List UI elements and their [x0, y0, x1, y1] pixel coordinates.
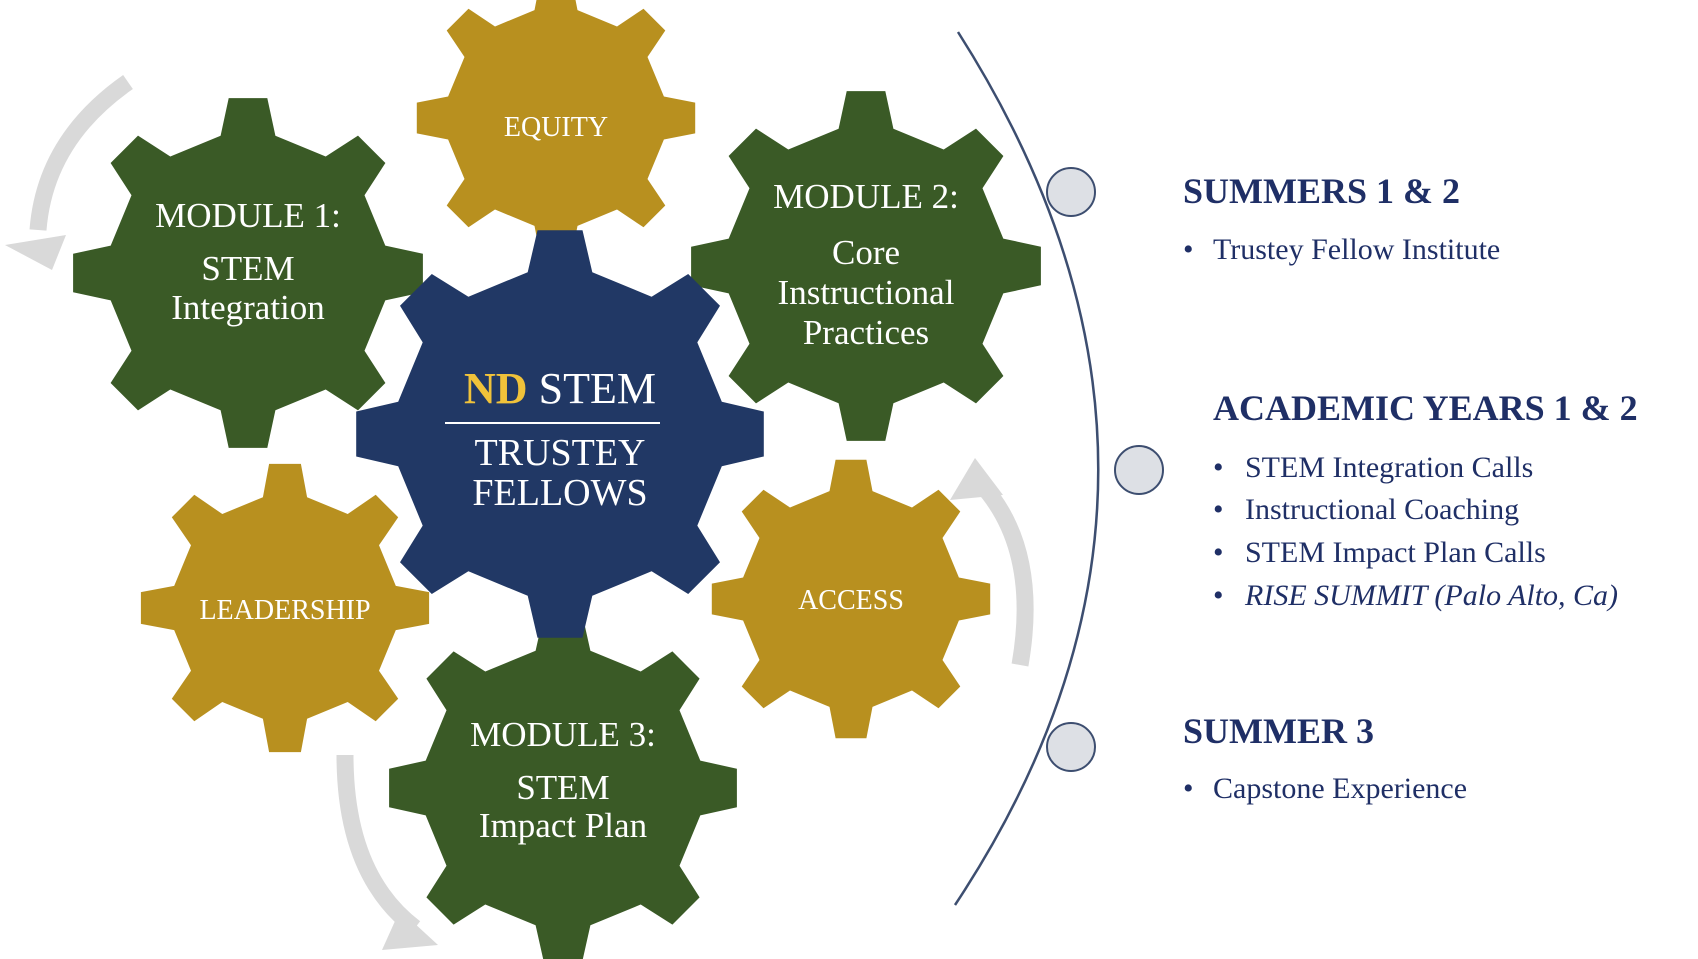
center-gear-label: ND STEM TRUSTEY FELLOWS [445, 364, 660, 514]
center-title-highlight: ND [464, 364, 528, 413]
timeline-item: Trustey Fellow Institute [1213, 233, 1500, 266]
timeline-heading: ACADEMIC YEARS 1 & 2 [1213, 388, 1638, 428]
bullet-marker: • [1213, 579, 1224, 612]
timeline-section-summers-1-2: SUMMERS 1 & 2 • Trustey Fellow Institute [1183, 171, 1500, 266]
timeline-arc [953, 31, 1100, 906]
module-1-label: MODULE 1: STEM Integration [155, 196, 341, 327]
timeline-node-summers-1-2 [1046, 167, 1096, 217]
equity-label: EQUITY [504, 112, 608, 143]
gear-leadership [140, 463, 430, 753]
timeline-section-academic-years: ACADEMIC YEARS 1 & 2 • STEM Integration … [1213, 388, 1638, 612]
module-1-line2: STEM [201, 249, 294, 288]
module-2-line3: Instructional [778, 273, 955, 312]
gear-module-2 [691, 91, 1041, 441]
timeline-node-academic-years [1114, 445, 1164, 495]
module-1-line3: Integration [171, 288, 325, 327]
module-3-line2: STEM [516, 768, 609, 807]
arrow-top-left-head [5, 235, 66, 270]
gear-module-1 [73, 98, 423, 448]
bullet-marker: • [1183, 772, 1194, 805]
module-2-label: MODULE 2: Core Instructional Practices [773, 177, 959, 352]
cycle-arrows [5, 75, 1034, 950]
access-label: ACCESS [798, 585, 904, 616]
center-line2: FELLOWS [472, 472, 647, 514]
arrow-bottom-head [382, 910, 438, 950]
bullet-marker: • [1213, 536, 1224, 569]
timeline-item: STEM Impact Plan Calls [1245, 536, 1546, 569]
timeline-section-summer-3: SUMMER 3 • Capstone Experience [1183, 711, 1467, 805]
gear-equity [416, 0, 696, 258]
bullet-marker: • [1213, 493, 1224, 526]
module-1-title: MODULE 1: [155, 196, 341, 235]
timeline-item-italic: RISE SUMMIT (Palo Alto, Ca) [1244, 579, 1618, 612]
gear-center [356, 230, 764, 638]
center-title-rest: STEM [528, 364, 656, 413]
arrow-right-head [950, 458, 1003, 500]
module-2-line2: Core [832, 233, 900, 272]
center-line1: TRUSTEY [475, 432, 646, 474]
module-3-label: MODULE 3: STEM Impact Plan [470, 715, 656, 845]
timeline-item: Capstone Experience [1213, 772, 1467, 805]
module-3-line3: Impact Plan [479, 806, 647, 845]
timeline-heading: SUMMERS 1 & 2 [1183, 171, 1460, 211]
arrow-right-body [975, 479, 1034, 667]
timeline-heading: SUMMER 3 [1183, 711, 1374, 751]
timeline-item: Instructional Coaching [1245, 493, 1519, 526]
timeline-item: STEM Integration Calls [1245, 451, 1533, 484]
module-2-title: MODULE 2: [773, 177, 959, 216]
timeline-node-summer-3 [1046, 722, 1096, 772]
module-3-title: MODULE 3: [470, 715, 656, 754]
bullet-marker: • [1213, 451, 1224, 484]
gear-access [711, 459, 991, 739]
leadership-label: LEADERSHIP [199, 595, 370, 626]
gear-module-3 [389, 614, 737, 959]
bullet-marker: • [1183, 233, 1194, 266]
module-2-line4: Practices [803, 313, 929, 352]
arrow-top-left-body [29, 75, 133, 231]
center-title: ND STEM [464, 364, 656, 413]
